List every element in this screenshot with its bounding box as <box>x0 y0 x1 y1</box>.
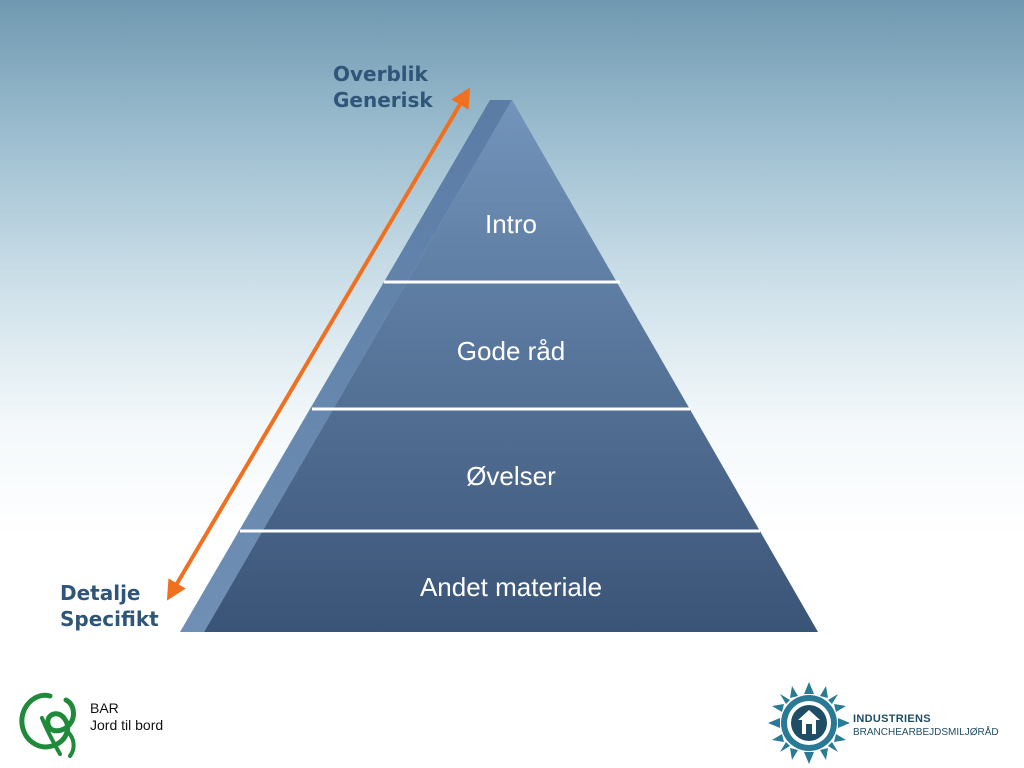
axis-top-label: Overblik Generisk <box>333 61 433 113</box>
tier-label-andet-materiale: Andet materiale <box>419 572 603 602</box>
axis-bottom-label: Detalje Specifikt <box>60 580 159 632</box>
bar-logo-icon <box>19 692 76 758</box>
industriens-logo-text: INDUSTRIENS BRANCHEARBEJDSMILJØRÅD <box>853 712 999 740</box>
axis-top-line1: Overblik <box>333 62 428 86</box>
axis-bottom-line2: Specifikt <box>60 607 159 631</box>
industriens-logo-line2: BRANCHEARBEJDSMILJØRÅD <box>853 727 999 738</box>
tier-label-gode-raad: Gode råd <box>456 336 566 366</box>
industriens-sun-logo-icon <box>768 682 850 764</box>
tier-label-oevelser: Øvelser <box>466 461 556 491</box>
tier-label-intro: Intro <box>484 209 538 239</box>
industriens-logo-line1: INDUSTRIENS <box>853 713 931 725</box>
bar-logo-line2: Jord til bord <box>90 717 164 733</box>
overview-detail-arrow <box>166 87 471 601</box>
axis-top-line2: Generisk <box>333 88 433 112</box>
axis-bottom-line1: Detalje <box>60 581 141 605</box>
bar-logo-text: BAR Jord til bord <box>90 700 163 734</box>
bar-logo-line1: BAR <box>90 700 119 716</box>
